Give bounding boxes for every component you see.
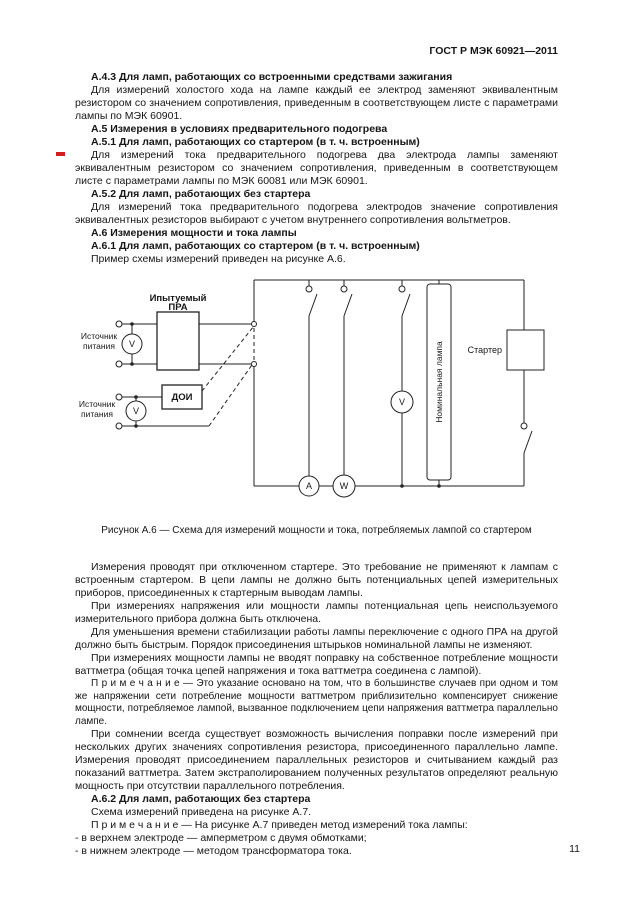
- list-item: - в нижнем электроде — методом трансформ…: [75, 845, 352, 857]
- heading-a-4-3: А.4.3 Для ламп, работающих со встроенным…: [91, 71, 453, 83]
- paragraph: Схема измерений приведена на рисунке А.7…: [91, 806, 312, 818]
- paragraph: Пример схемы измерений приведен на рисун…: [91, 253, 346, 265]
- source-1-label-line1: Источник: [81, 331, 118, 341]
- dashed-wires: [201, 325, 255, 427]
- ammeter-label: A: [306, 481, 312, 491]
- note-intro-paragraph: П р и м е ч а н и е — На рисунке А.7 при…: [91, 819, 468, 831]
- terminal-circles: [115, 285, 528, 430]
- lamp-box: [426, 283, 452, 481]
- figure-caption: Рисунок А.6 — Схема для измерений мощнос…: [101, 525, 532, 536]
- ballast-label-line1: Ипытуемый: [150, 293, 207, 304]
- switch-blades: [308, 293, 533, 454]
- heading-a-5-2: А.5.2 Для ламп, работающих без стартера: [91, 188, 311, 200]
- paragraph: Для измерений холостого хода на лампе ка…: [75, 84, 558, 122]
- circuit-diagram-a6: Ипытуемый ПРА Источник питания Источник …: [79, 279, 545, 498]
- starter-label: Стартер: [468, 345, 502, 355]
- paragraph: При сомнении всегда существует возможнос…: [75, 728, 558, 792]
- page-number: 11: [569, 843, 580, 855]
- voltmeter-3-circle: [390, 390, 414, 414]
- note-paragraph: П р и м е ч а н и е — Это указание основ…: [75, 678, 558, 727]
- heading-a-5-1: А.5.1 Для ламп, работающих со стартером …: [91, 136, 420, 148]
- voltmeter-1-circle: [121, 333, 143, 355]
- paragraph: При измерениях напряжения или мощности л…: [75, 600, 558, 625]
- starter-box: [506, 329, 545, 371]
- source-2-label-line1: Источник: [79, 399, 116, 409]
- doi-label: ДОИ: [172, 392, 193, 403]
- heading-a-6-2: А.6.2 Для ламп, работающих без стартера: [91, 793, 311, 805]
- heading-a-5: А.5 Измерения в условиях предварительног…: [91, 123, 388, 135]
- voltmeter-2-label: V: [133, 406, 139, 416]
- red-mark: [56, 152, 65, 156]
- junction-dots: [130, 322, 441, 488]
- paragraph: Для измерений тока предварительного подо…: [75, 201, 558, 226]
- paragraph: Измерения проводят при отключенном старт…: [75, 561, 558, 599]
- heading-a-6-1: А.6.1 Для ламп, работающих со стартером …: [91, 240, 420, 252]
- lamp-label: Номинальная лампа: [434, 341, 444, 423]
- document-content: А.4.3 Для ламп, работающих со встроенным…: [75, 71, 558, 858]
- voltmeter-1-label: V: [129, 339, 135, 349]
- document-header: ГОСТ Р МЭК 60921—2011: [429, 45, 558, 57]
- list-item: - в верхнем электроде — амперметром с дв…: [75, 832, 367, 844]
- paragraph: Для измерений тока предварительного подо…: [75, 149, 558, 187]
- heading-a-6: А.6 Измерения мощности и тока лампы: [91, 227, 297, 239]
- voltmeter-2-circle: [125, 400, 147, 422]
- voltmeter-3-label: V: [399, 397, 405, 407]
- ammeter-circle: [298, 475, 320, 497]
- paragraph: Для уменьшения времени стабилизации рабо…: [75, 626, 558, 651]
- ballast-box: [156, 311, 200, 371]
- paragraph: При измерениях мощности лампы не вводят …: [75, 652, 558, 677]
- ballast-label-line2: ПРА: [168, 302, 187, 313]
- source-1-label-line2: питания: [83, 341, 115, 351]
- wattmeter-label: W: [340, 481, 349, 491]
- source-2-label-line2: питания: [81, 409, 113, 419]
- doi-box: [161, 384, 203, 410]
- wattmeter-circle: [332, 474, 356, 498]
- figure-a6: Ипытуемый ПРА Источник питания Источник …: [69, 268, 558, 523]
